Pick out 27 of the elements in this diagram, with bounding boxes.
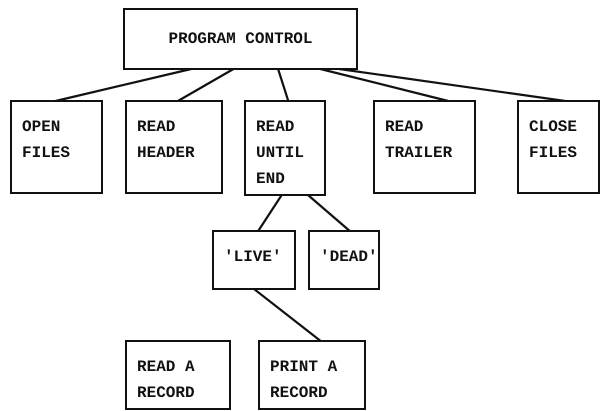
connector-line	[307, 194, 350, 232]
connector-line	[253, 288, 322, 342]
connector-line	[55, 68, 192, 102]
process-box	[308, 230, 380, 290]
box-label: CLOSE FILES	[529, 117, 578, 164]
connector-line	[257, 194, 283, 232]
connector-line	[320, 68, 448, 102]
box-label: PROGRAM CONTROL	[168, 29, 313, 50]
process-box	[373, 100, 476, 194]
process-box	[10, 100, 103, 194]
connector-line	[277, 68, 290, 102]
connector-line	[177, 68, 234, 102]
process-box	[123, 8, 358, 70]
box-label: OPEN FILES	[22, 117, 72, 164]
process-box	[125, 100, 223, 194]
process-box	[258, 340, 366, 410]
process-box	[517, 100, 600, 194]
box-label: PRINT A RECORD	[270, 357, 338, 404]
process-box	[125, 340, 231, 410]
box-label: READ UNTIL END	[256, 117, 306, 190]
box-label: READ HEADER	[137, 117, 196, 164]
process-box	[212, 230, 296, 290]
box-label: 'LIVE'	[224, 247, 283, 268]
box-label: READ A RECORD	[137, 357, 196, 404]
connector-line	[339, 68, 566, 102]
box-label: READ TRAILER	[385, 117, 454, 164]
process-box	[244, 100, 326, 196]
